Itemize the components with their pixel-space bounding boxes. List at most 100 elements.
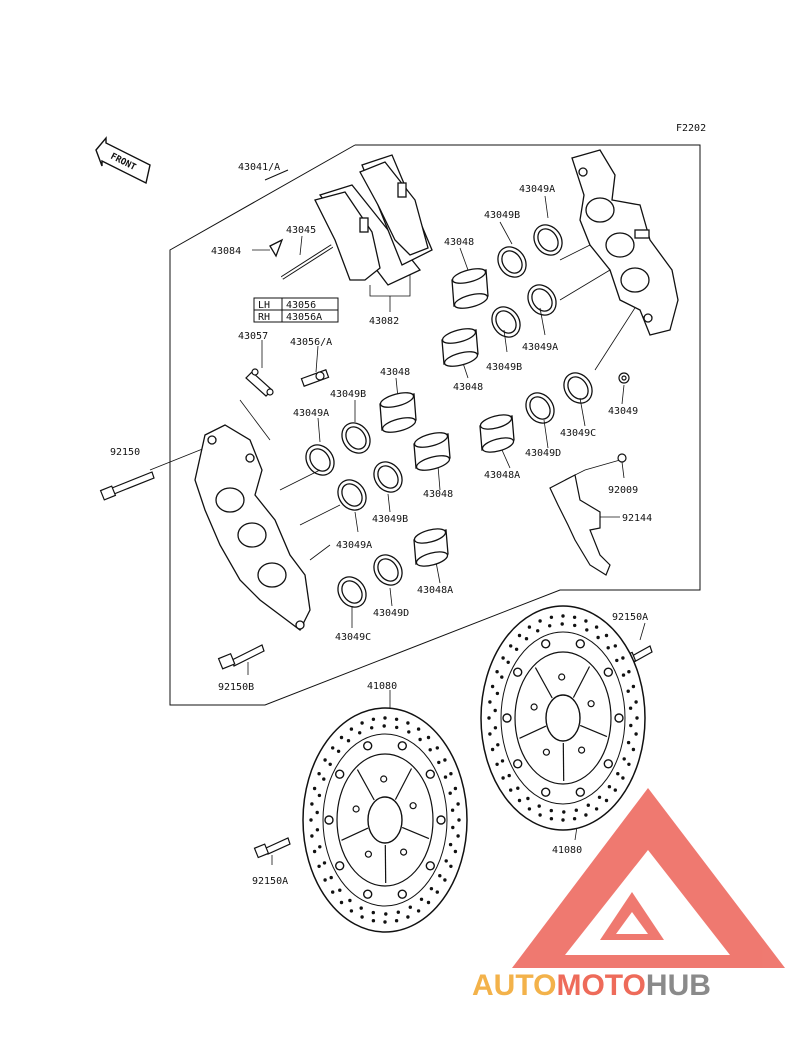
- caliper-left-half: [194, 424, 311, 631]
- disc-vent-hole: [495, 670, 499, 674]
- brake-disc-right: [480, 605, 646, 831]
- disc-vent-hole: [371, 910, 375, 915]
- disc-float-rivet: [363, 889, 373, 899]
- disc-vent-hole: [394, 717, 399, 721]
- disc-vent-hole: [490, 684, 495, 689]
- disc-vent-hole: [509, 788, 513, 792]
- disc-mount-hole: [409, 802, 417, 810]
- disc-carrier-spoke: [356, 769, 375, 801]
- disc-vent-hole: [627, 670, 631, 674]
- disc-vent-hole: [348, 898, 352, 903]
- figure-code: F2202: [676, 123, 706, 134]
- legend-side-lh: LH: [258, 300, 270, 311]
- disc-vent-hole: [490, 747, 495, 752]
- disc-vent-hole: [514, 647, 519, 651]
- disc-vent-hole: [621, 673, 626, 677]
- disc-vent-hole: [383, 716, 387, 720]
- disc-vent-hole: [395, 725, 399, 730]
- disc-vent-hole: [548, 624, 552, 628]
- disc-vent-hole: [317, 864, 321, 868]
- disc-mount-hole: [364, 850, 372, 858]
- label-43049B-mid: 43049B: [486, 362, 522, 373]
- disc-vent-hole: [370, 726, 374, 730]
- disc-vent-hole: [318, 845, 322, 849]
- disc-vent-hole: [419, 897, 424, 901]
- disc-float-rivet: [502, 713, 512, 723]
- watermark-text: AUTOMOTOHUB: [472, 969, 711, 1002]
- label-92150B: 92150B: [218, 682, 254, 693]
- disc-vent-hole: [444, 859, 448, 863]
- disc-vent-hole: [537, 804, 541, 808]
- disc-carrier-spoke: [572, 666, 591, 698]
- brake-pads: [314, 154, 433, 286]
- label-43084: 43084: [211, 246, 241, 257]
- disc-vent-hole: [371, 717, 376, 721]
- watermark-text-part2: MOTO: [556, 969, 645, 1002]
- disc-carrier-spoke: [394, 768, 413, 800]
- label-41080-left: 41080: [367, 681, 397, 692]
- disc-vent-hole: [312, 786, 317, 791]
- disc-vent-hole: [507, 773, 511, 778]
- legend-part-rh: 43056A: [286, 312, 322, 323]
- disc-vent-hole: [536, 629, 540, 633]
- label-92150A-right: 92150A: [612, 612, 648, 623]
- disc-vent-hole: [538, 813, 542, 817]
- disc-vent-hole: [360, 915, 364, 919]
- legend-side-rh: RH: [258, 312, 270, 323]
- disc-carrier-spoke: [341, 827, 369, 841]
- watermark-text-part1: AUTO: [472, 969, 556, 1002]
- hose-bracket: [549, 474, 611, 576]
- disc-vent-hole: [317, 793, 322, 798]
- disc-vent-hole: [371, 919, 376, 923]
- nut-43049: [618, 372, 630, 384]
- disc-vent-hole: [339, 900, 344, 905]
- disc-vent-hole: [621, 776, 625, 780]
- label-43049A-l1: 43049A: [293, 408, 329, 419]
- disc-vent-hole: [526, 796, 530, 801]
- label-43049B-l1: 43049B: [330, 389, 366, 400]
- disc-vent-hole: [516, 786, 520, 790]
- label-92150A-left: 92150A: [252, 876, 288, 887]
- disc-vent-hole: [435, 890, 439, 894]
- pad-pin: [280, 244, 334, 280]
- disc-vent-hole: [561, 614, 565, 618]
- label-43048A-left: 43048A: [417, 585, 453, 596]
- disc-vent-hole: [560, 622, 564, 626]
- disc-float-rivet: [603, 759, 613, 769]
- legend-part-lh: 43056: [286, 300, 316, 311]
- label-43049C-left: 43049C: [335, 632, 371, 643]
- disc-vent-hole: [394, 919, 399, 923]
- disc-vent-hole: [501, 776, 505, 780]
- disc-float-rivet: [397, 889, 407, 899]
- disc-mount-hole: [530, 703, 538, 711]
- disc-vent-hole: [488, 732, 492, 736]
- disc-vent-hole: [496, 743, 500, 747]
- disc-vent-hole: [613, 644, 617, 648]
- disc-vent-hole: [408, 905, 412, 909]
- label-43048-top: 43048: [444, 237, 474, 248]
- disc-vent-hole: [451, 825, 455, 830]
- disc-vent-hole: [634, 700, 638, 704]
- disc-vent-hole: [448, 842, 453, 847]
- disc-float-rivet: [513, 667, 523, 677]
- disc-vent-hole: [549, 808, 553, 813]
- disc-vent-hole: [509, 644, 513, 648]
- disc-vent-hole: [501, 656, 505, 660]
- pistons: [379, 268, 515, 567]
- disc-vent-hole: [631, 684, 636, 689]
- disc-vent-hole: [616, 772, 620, 776]
- disc-vent-hole: [594, 807, 599, 811]
- disc-vent-hole: [493, 708, 497, 713]
- label-43048-l2: 43048: [423, 489, 453, 500]
- disc-vent-hole: [443, 758, 447, 762]
- label-43049A-mid: 43049A: [522, 342, 558, 353]
- disc-float-rivet: [603, 667, 613, 677]
- disc-vent-hole: [331, 890, 335, 894]
- disc-vent-hole: [574, 808, 578, 812]
- disc-vent-hole: [360, 721, 364, 725]
- disc-vent-hole: [604, 798, 609, 803]
- disc-float-rivet: [614, 713, 624, 723]
- watermark-logo: [512, 788, 785, 968]
- disc-vent-hole: [585, 628, 589, 632]
- pin-clip: [269, 238, 284, 258]
